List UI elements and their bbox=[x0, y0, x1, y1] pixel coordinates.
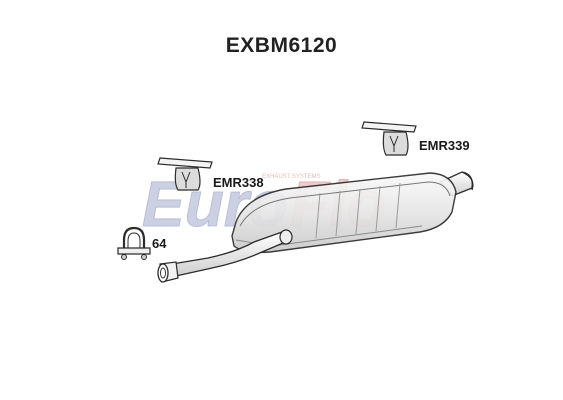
watermark-tagline: EXHAUST SYSTEMS bbox=[262, 174, 321, 180]
inlet-flare bbox=[157, 261, 179, 283]
rubber-hanger-emr338 bbox=[157, 157, 213, 191]
part-number-title: EXBM6120 bbox=[225, 34, 338, 57]
part-label-emr338: EMR338 bbox=[213, 175, 264, 190]
part-label-emr339: EMR339 bbox=[419, 138, 470, 153]
front-pipe bbox=[171, 229, 293, 277]
rubber-hanger-emr339 bbox=[361, 121, 417, 156]
u-bolt-clamp-64 bbox=[117, 226, 151, 260]
part-label-clamp-64: 64 bbox=[152, 236, 167, 251]
